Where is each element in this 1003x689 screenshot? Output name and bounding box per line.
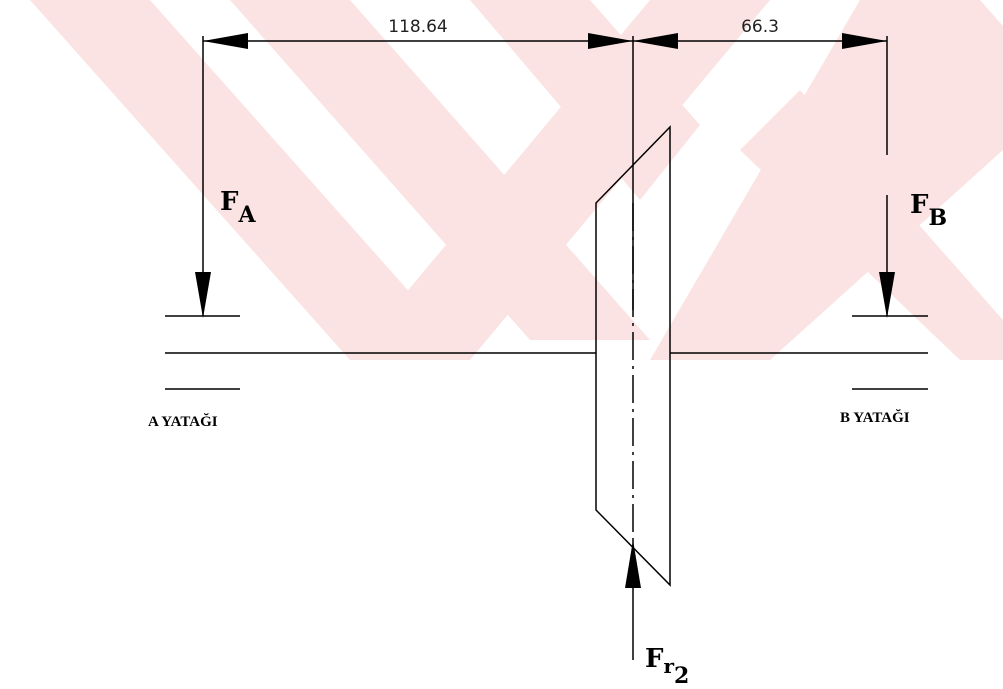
force-label-fr2: Fr2 — [645, 644, 689, 689]
watermark-stroke-5 — [470, 0, 700, 200]
force-fr2-main: F — [645, 644, 664, 674]
bearing-b-label: B YATAĞI — [840, 409, 910, 426]
force-fr2-sub: r — [663, 654, 674, 678]
fr2-arrowhead — [625, 540, 641, 588]
gear-outline — [595, 125, 671, 587]
watermark-stroke-1 — [30, 0, 470, 360]
dimension-left-value: 118.64 — [388, 17, 447, 37]
force-fa-sub: A — [237, 202, 256, 228]
dim-arrow-right-end — [842, 33, 887, 49]
force-fa-main: F — [220, 187, 239, 217]
fb-arrowhead — [879, 272, 895, 318]
bearing-a-label: A YATAĞI — [148, 413, 218, 430]
force-label-fa: FA — [220, 187, 256, 228]
dimension-right-value: 66.3 — [741, 17, 779, 37]
watermark-logo — [30, 0, 1003, 360]
dim-arrow-left-end — [588, 33, 633, 49]
watermark-stroke-6 — [740, 90, 1003, 360]
force-fr2-subsub: 2 — [674, 663, 689, 689]
fa-arrowhead — [195, 272, 211, 318]
force-fb-sub: B — [928, 205, 947, 231]
dim-arrow-left-start — [203, 33, 248, 49]
force-fb-main: F — [910, 190, 929, 220]
dim-arrow-right-start — [633, 33, 678, 49]
force-label-fb: FB — [910, 190, 947, 231]
